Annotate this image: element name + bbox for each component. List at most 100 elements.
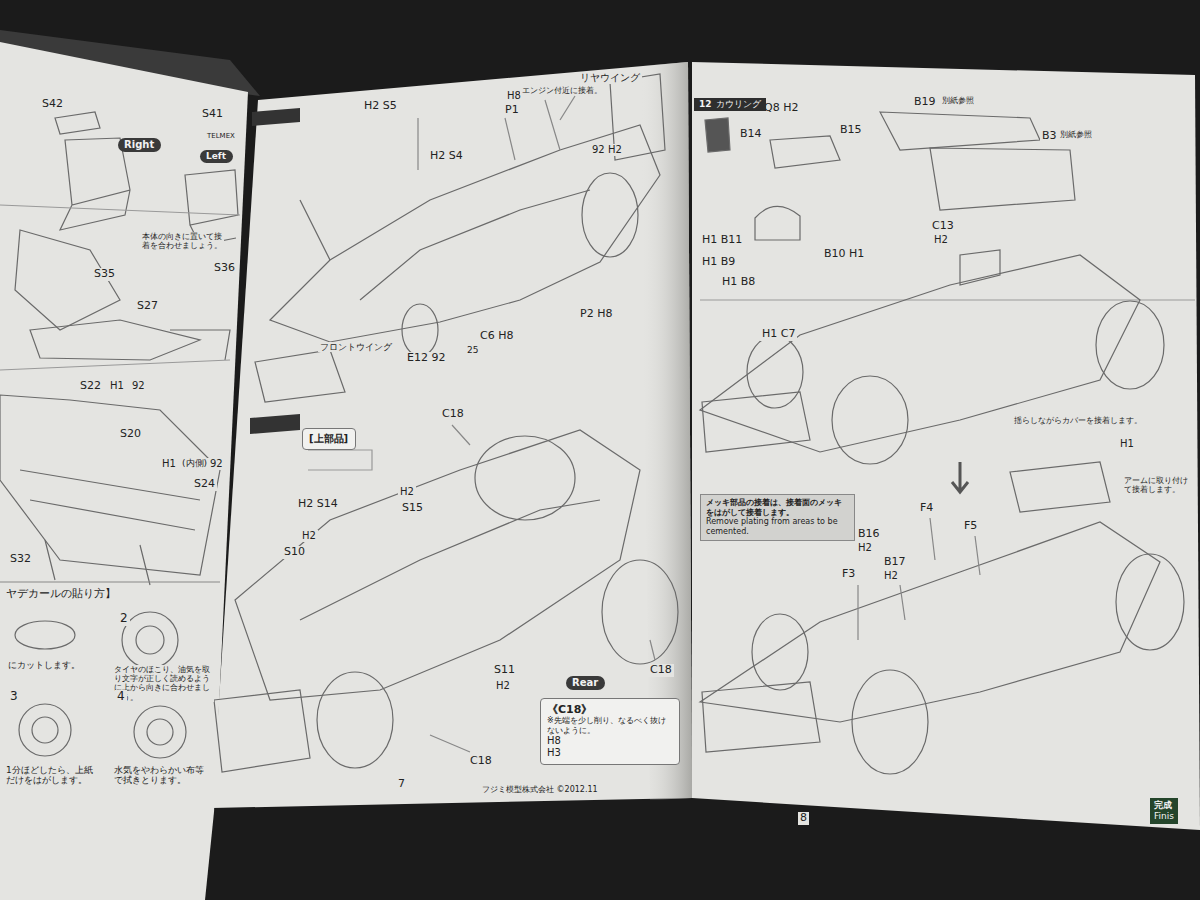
right-page bbox=[692, 62, 1200, 830]
body-line bbox=[300, 500, 600, 620]
node-text: Finis bbox=[1154, 811, 1174, 822]
part-label: H2 S5 bbox=[362, 100, 399, 113]
node-title: Right bbox=[124, 139, 155, 151]
node-title: 完成 bbox=[1154, 800, 1174, 811]
part-label: フジミ模型株式会社 ©2012.11 bbox=[480, 785, 600, 794]
part-label: 別紙参照 bbox=[940, 96, 976, 105]
part-label: エンジン付近に接着。 bbox=[520, 86, 604, 95]
part-icon bbox=[705, 118, 730, 152]
node-text: カウリング bbox=[716, 99, 761, 110]
tire-rim bbox=[32, 717, 58, 743]
part-label: 25 bbox=[465, 345, 480, 355]
left-page bbox=[0, 42, 248, 900]
part-label: S24 bbox=[192, 478, 217, 491]
front-wing bbox=[702, 392, 810, 452]
warning-box: メッキ部品の接着は、接着面のメッキをはがして接着します。Remove plati… bbox=[700, 494, 855, 541]
inset-border bbox=[0, 581, 220, 582]
part-label: H1 bbox=[108, 380, 126, 392]
part-label: アームに取り付けて接着します。 bbox=[1122, 476, 1196, 494]
engine-cover bbox=[960, 250, 1000, 285]
part-label: H2 S4 bbox=[428, 150, 465, 163]
sidepod-right bbox=[60, 138, 130, 230]
tire-rim bbox=[147, 719, 173, 745]
part-label: S27 bbox=[135, 300, 160, 313]
part-label: E12 92 bbox=[405, 352, 447, 365]
part-s42 bbox=[55, 112, 100, 134]
step-header: 12 カウリング bbox=[694, 98, 766, 111]
part-label: S11 bbox=[492, 664, 517, 677]
rear-wing bbox=[1010, 462, 1110, 512]
finish-badge: 完成Finis bbox=[1150, 798, 1178, 824]
part-label: 92 bbox=[208, 458, 225, 470]
part-label: H2 bbox=[932, 234, 950, 246]
node-title: 12 bbox=[699, 99, 712, 110]
part-label: C13 bbox=[930, 220, 956, 233]
part-label: B15 bbox=[838, 124, 864, 137]
nose-part bbox=[300, 200, 330, 260]
part-label: 別紙参照 bbox=[1058, 130, 1094, 139]
side-badge: Left bbox=[200, 150, 233, 163]
part-label: S15 bbox=[400, 502, 425, 515]
front-wheel bbox=[752, 614, 808, 690]
step-arrow bbox=[952, 462, 968, 492]
detail-inset: [上部品] bbox=[302, 428, 356, 450]
front-wing bbox=[702, 682, 820, 752]
front-wheel bbox=[402, 304, 438, 356]
part-label: B19 bbox=[912, 96, 938, 109]
part-label: H1 B9 bbox=[700, 256, 737, 269]
right-illustrations bbox=[700, 112, 1195, 774]
part-label: S20 bbox=[118, 428, 143, 441]
front-wing bbox=[0, 395, 220, 575]
part-label: B17 bbox=[882, 556, 908, 569]
section-line bbox=[0, 205, 240, 215]
part-label: H1 bbox=[160, 458, 178, 470]
spine-shadow bbox=[640, 62, 692, 800]
rear-tire bbox=[475, 436, 575, 520]
front-wing bbox=[214, 690, 310, 772]
part-label: B14 bbox=[738, 128, 764, 141]
front-wheel bbox=[832, 376, 908, 464]
part-label: 3 bbox=[8, 690, 20, 704]
part-label: S22 bbox=[78, 380, 103, 393]
node-title: メッキ部品の接着は、接着面のメッキをはがして接着します。 bbox=[706, 498, 849, 517]
node-text: H8 bbox=[547, 735, 673, 747]
part-label: TELMEX bbox=[205, 132, 237, 140]
middle-page bbox=[212, 62, 692, 808]
part-b11 bbox=[755, 206, 800, 240]
detail-inset: 《C18》※先端を少し削り、なるべく抜けないように。H8H3 bbox=[540, 698, 680, 765]
part-label: S32 bbox=[8, 553, 33, 566]
part-label: H2 bbox=[494, 680, 512, 692]
part-label: H1 B8 bbox=[720, 276, 757, 289]
inset-part bbox=[308, 450, 372, 470]
part-label: F4 bbox=[918, 502, 935, 515]
rear-wheel bbox=[602, 560, 678, 664]
part-label: (内側) bbox=[180, 458, 209, 468]
tire-drawing bbox=[122, 612, 178, 668]
part-label: H1 bbox=[1118, 438, 1136, 450]
wing-element bbox=[20, 470, 200, 530]
part-label: C18 bbox=[468, 755, 494, 768]
part-label: H2 bbox=[398, 486, 416, 498]
part-label: 本体の向きに置いて接着を合わせましょう。 bbox=[140, 232, 224, 250]
part-label: S41 bbox=[200, 108, 225, 121]
side-badge: Rear bbox=[566, 676, 605, 690]
rear-wheel bbox=[582, 173, 638, 257]
part-label: F3 bbox=[840, 568, 857, 581]
part-b14-b15 bbox=[770, 136, 840, 168]
part-label: P2 H8 bbox=[578, 308, 614, 321]
part-label: ヤデカールの貼り方】 bbox=[4, 588, 118, 601]
left-illustrations bbox=[0, 112, 240, 758]
leader-line bbox=[418, 100, 560, 170]
part-label: フロントウイング bbox=[318, 342, 394, 352]
part-label: S35 bbox=[92, 268, 117, 281]
node-text: ※先端を少し削り、なるべく抜けないように。 bbox=[547, 716, 673, 735]
part-label: H1 B11 bbox=[700, 234, 744, 247]
part-label: H2 bbox=[300, 530, 318, 542]
part-label: S10 bbox=[282, 546, 307, 559]
part-label: B16 bbox=[856, 528, 882, 541]
body-line bbox=[360, 190, 590, 300]
part-label: S36 bbox=[212, 262, 237, 275]
part-label: H2 S14 bbox=[296, 498, 340, 511]
part-label: 92 H2 bbox=[590, 144, 624, 156]
